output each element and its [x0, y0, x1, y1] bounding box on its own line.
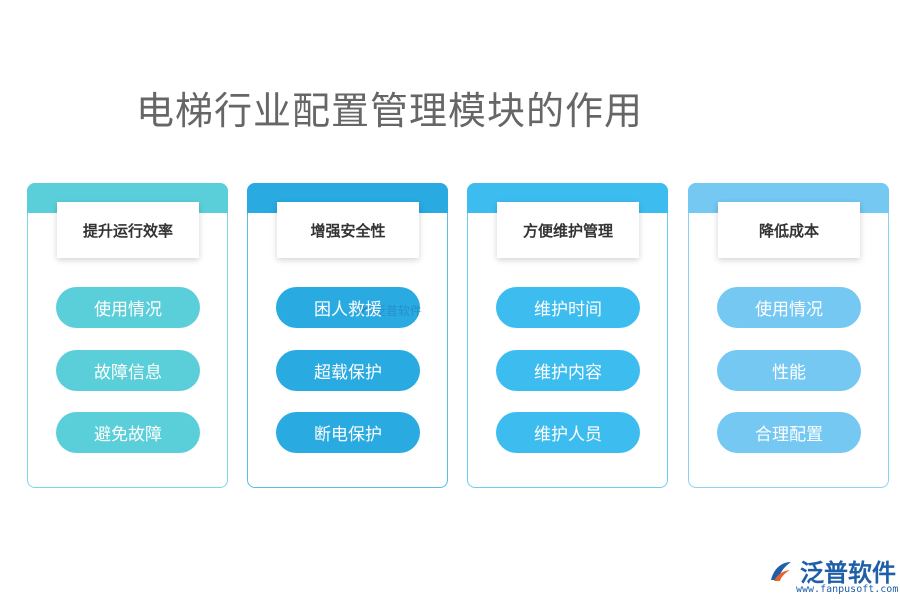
card-item-pill: 断电保护 [276, 412, 420, 453]
card-item-pill: 合理配置 [717, 412, 861, 453]
page-title: 电梯行业配置管理模块的作用 [136, 89, 644, 133]
fanpu-logo-icon [771, 561, 791, 581]
card-item-pill: 性能 [717, 350, 861, 391]
brand-url: www.fanpusoft.com [796, 584, 899, 595]
feature-card: 降低成本使用情况性能合理配置 [688, 183, 889, 488]
card-item-pill: 困人救援 [276, 287, 420, 328]
card-item-pill: 维护时间 [496, 287, 640, 328]
watermark-text: 泛普软件 [374, 304, 423, 318]
feature-card: 增强安全性困人救援超载保护断电保护 [247, 183, 448, 488]
card-item-pill: 使用情况 [56, 287, 200, 328]
card-item-pill: 超载保护 [276, 350, 420, 391]
watermark: 泛普软件 [357, 302, 422, 319]
card-header: 提升运行效率 [57, 202, 199, 258]
card-header-label: 增强安全性 [310, 221, 386, 240]
feature-card: 方便维护管理维护时间维护内容维护人员 [467, 183, 668, 488]
card-header: 降低成本 [718, 202, 860, 258]
card-header: 增强安全性 [277, 202, 419, 258]
brand-logo: 泛普软件 [768, 553, 896, 588]
card-item-pill: 避免故障 [56, 412, 200, 453]
card-header-label: 方便维护管理 [522, 221, 613, 240]
brand-name: 泛普软件 [800, 559, 896, 587]
card-item-pill: 使用情况 [717, 287, 861, 328]
card-item-pill: 故障信息 [56, 350, 200, 391]
card-header: 方便维护管理 [497, 202, 639, 258]
card-item-pill: 维护内容 [496, 350, 640, 391]
card-item-pill: 维护人员 [496, 412, 640, 453]
card-header-label: 降低成本 [758, 221, 819, 240]
watermark-logo-icon [359, 306, 369, 314]
card-header-label: 提升运行效率 [82, 221, 173, 240]
feature-card: 提升运行效率使用情况故障信息避免故障 [27, 183, 228, 488]
